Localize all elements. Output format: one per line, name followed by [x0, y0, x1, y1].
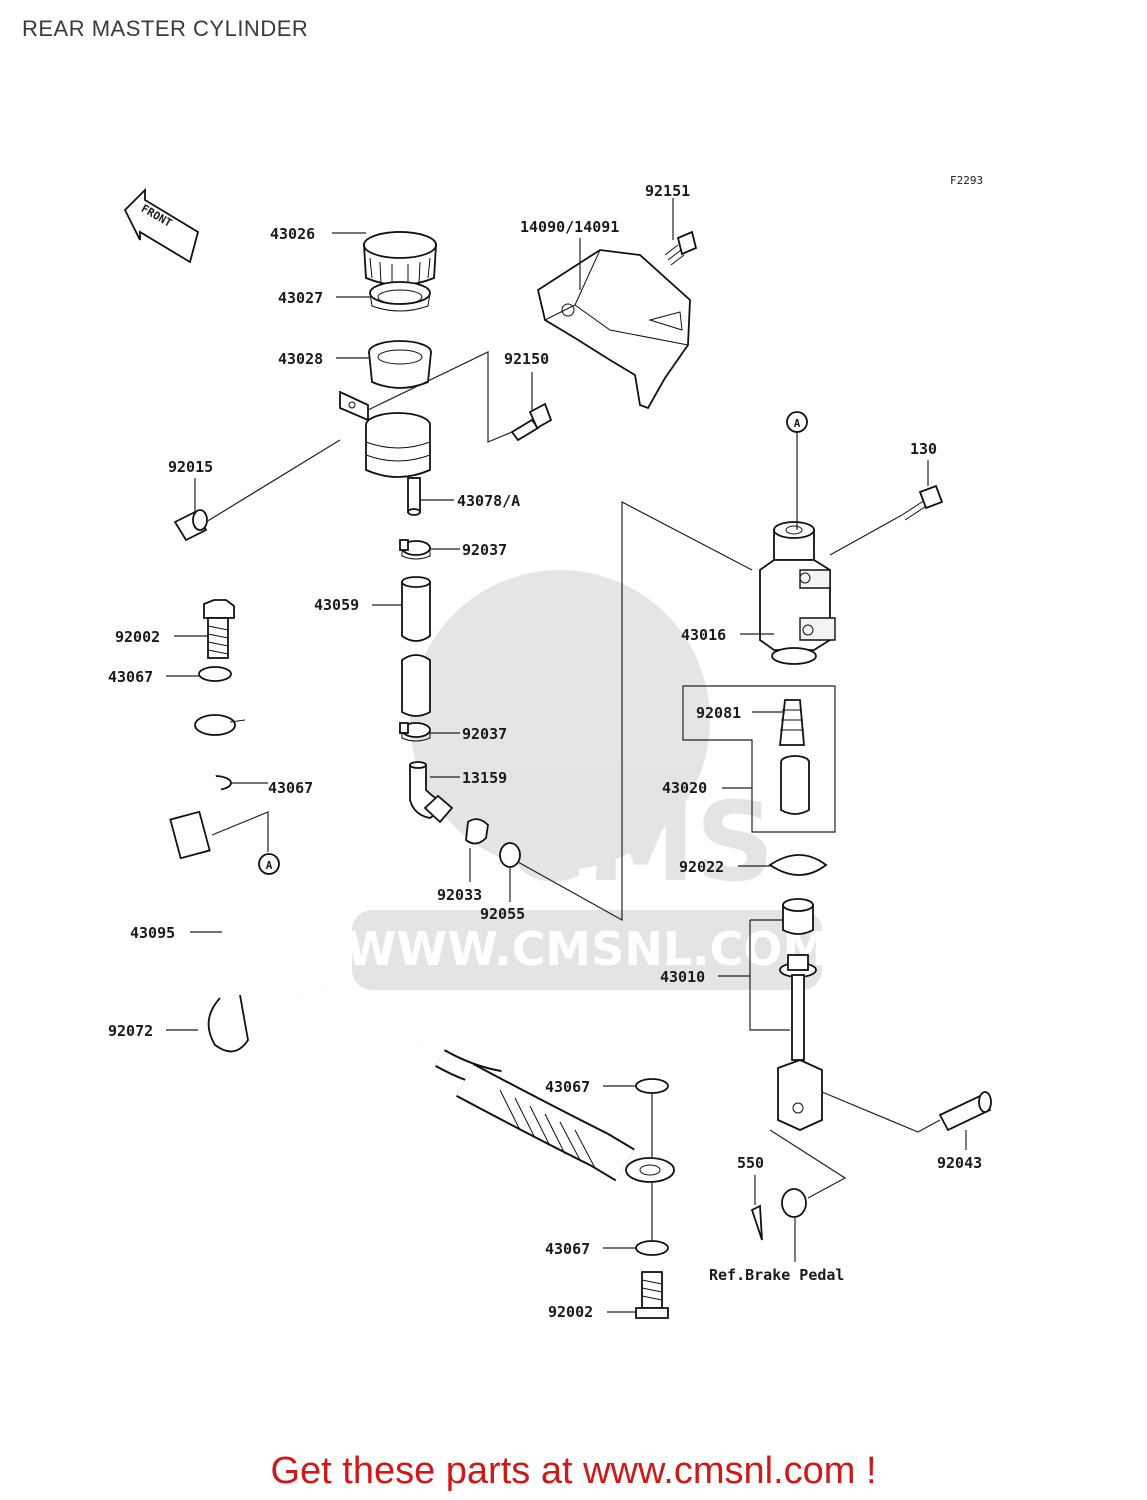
part-label-92055: 92055 — [480, 905, 525, 923]
part-label-43067-b: 43067 — [268, 779, 313, 797]
part-label-92002-bottom: 92002 — [548, 1303, 593, 1321]
hose-clamp-92072 — [207, 994, 249, 1053]
reservoir — [339, 390, 431, 516]
part-label-13159: 13159 — [462, 769, 507, 787]
part-label-43095: 43095 — [130, 924, 175, 942]
part-label-92037-bottom: 92037 — [462, 725, 507, 743]
banjo-fitting-bottom — [625, 1157, 675, 1183]
piston-assembly — [682, 685, 836, 833]
grommet — [173, 509, 208, 542]
circlip-92022 — [768, 854, 828, 876]
front-arrow-icon: FRONT — [123, 187, 200, 264]
hose-clamp-bottom — [399, 722, 431, 742]
part-label-92037-top: 92037 — [462, 541, 507, 559]
part-number-labels: 43026 43027 43028 92015 43078/A 14090/14… — [108, 182, 982, 1321]
part-label-43020: 43020 — [662, 779, 707, 797]
master-cylinder-cover — [536, 249, 691, 410]
circlip — [465, 818, 489, 845]
bolt-92151 — [664, 230, 698, 266]
part-label-92150: 92150 — [504, 350, 549, 368]
part-label-43059: 43059 — [314, 596, 359, 614]
ref-brake-pedal-note: Ref.Brake Pedal — [709, 1266, 844, 1284]
callout-marker-a-top: A — [786, 411, 808, 433]
hose-clamp-top — [399, 539, 431, 560]
part-label-130: 130 — [910, 440, 937, 458]
part-label-43016: 43016 — [681, 626, 726, 644]
part-label-92022: 92022 — [679, 858, 724, 876]
banjo-bolt-bottom — [635, 1271, 669, 1319]
part-label-550: 550 — [737, 1154, 764, 1172]
washer-pedal — [781, 1188, 807, 1218]
part-label-43078: 43078/A — [457, 492, 520, 510]
push-rod-assembly — [749, 898, 823, 1131]
clevis-pin — [938, 1091, 992, 1132]
callout-marker-a-bottom-text: A — [266, 859, 273, 872]
master-cylinder-body — [759, 521, 836, 665]
diaphragm-plate — [369, 281, 431, 312]
part-label-92081: 92081 — [696, 704, 741, 722]
banjo-fitting-top — [194, 714, 246, 736]
part-label-43067-d: 43067 — [545, 1240, 590, 1258]
page-title: REAR MASTER CYLINDER — [22, 16, 309, 41]
banjo-bolt-top — [203, 599, 235, 659]
part-label-92043: 92043 — [937, 1154, 982, 1172]
footer-promo-text[interactable]: Get these parts at www.cmsnl.com ! — [270, 1450, 877, 1492]
reservoir-hose — [401, 576, 431, 717]
washer-43067-a — [198, 666, 232, 682]
washer-43067-c — [635, 1078, 669, 1094]
diaphragm — [368, 340, 432, 389]
part-label-92002-top: 92002 — [115, 628, 160, 646]
bolt-92150 — [510, 402, 553, 442]
o-ring — [499, 842, 521, 868]
watermark: CMS WWW.CMSNL.COM — [346, 570, 829, 990]
part-label-43067-c: 43067 — [545, 1078, 590, 1096]
part-label-43010: 43010 — [660, 968, 705, 986]
figure-code: F2293 — [950, 174, 983, 187]
part-label-92033: 92033 — [437, 886, 482, 904]
bolt-130 — [901, 484, 944, 521]
part-label-43026: 43026 — [270, 225, 315, 243]
callout-marker-a-top-text: A — [794, 417, 801, 430]
part-label-43067-a: 43067 — [108, 668, 153, 686]
reservoir-cap — [363, 231, 437, 287]
exploded-parts-diagram: CMS WWW.CMSNL.COM F2293 FRONT — [108, 174, 992, 1321]
watermark-url: WWW.CMSNL.COM — [346, 922, 829, 976]
brake-hose — [168, 730, 635, 1182]
hose-elbow — [409, 761, 454, 824]
washer-43067-d — [635, 1240, 669, 1256]
part-label-43027: 43027 — [278, 289, 323, 307]
part-label-14090: 14090/14091 — [520, 218, 619, 236]
callout-marker-a-bottom: A — [258, 853, 280, 875]
cotter-pin — [750, 1204, 763, 1241]
part-label-92072: 92072 — [108, 1022, 153, 1040]
part-label-92015: 92015 — [168, 458, 213, 476]
leader-lines — [166, 198, 967, 1313]
footer-promo[interactable]: Get these parts at www.cmsnl.com ! — [0, 1450, 1147, 1493]
watermark-logo: CMS — [505, 778, 774, 906]
part-label-43028: 43028 — [278, 350, 323, 368]
part-label-92151: 92151 — [645, 182, 690, 200]
